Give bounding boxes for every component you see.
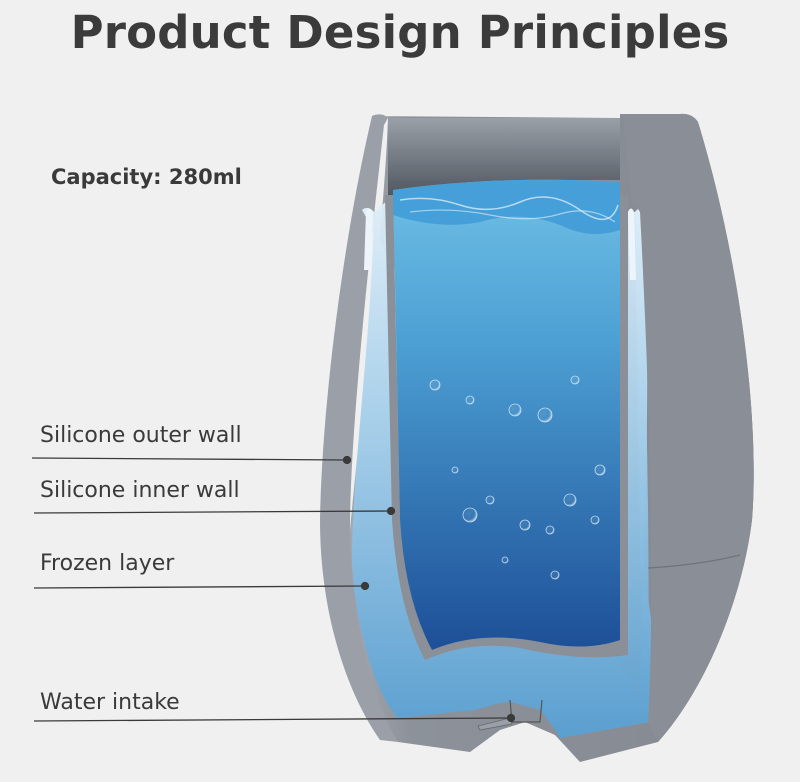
page-title: Product Design Principles	[70, 6, 730, 59]
bubbles-decoration	[429, 375, 606, 580]
callout-label-outer-wall: Silicone outer wall	[40, 423, 242, 448]
leader-inner-wall	[33, 510, 392, 514]
leader-water-intake	[33, 717, 512, 722]
water-intake-channel	[509, 699, 543, 723]
leader-frozen-layer	[33, 585, 366, 589]
silicone-inner-wall	[385, 195, 628, 660]
leader-outer-wall	[31, 457, 348, 461]
callout-label-inner-wall: Silicone inner wall	[40, 478, 240, 503]
water-region	[393, 179, 620, 651]
callout-label-frozen-layer: Frozen layer	[40, 551, 175, 576]
callout-label-water-intake: Water intake	[40, 690, 180, 715]
capacity-spec: Capacity: 280ml	[51, 165, 242, 189]
callout-leader-lines	[31, 455, 516, 723]
